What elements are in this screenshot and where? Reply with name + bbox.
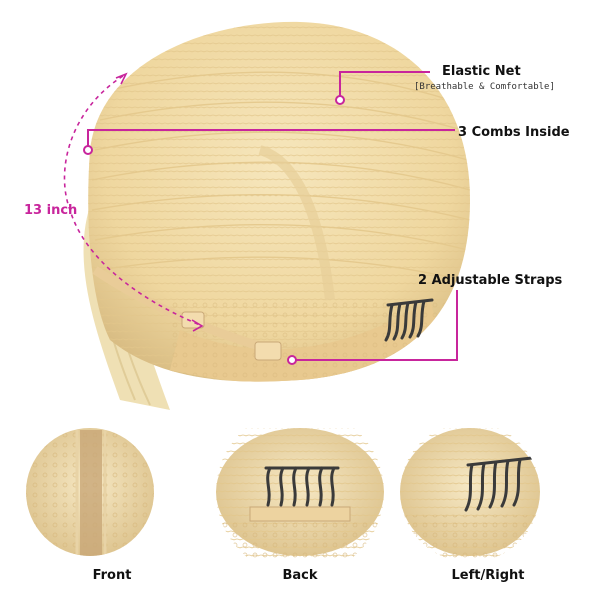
front-view-thumbnail <box>26 428 154 556</box>
front-view-label: Front <box>92 568 132 583</box>
elastic-net-label: Elastic Net <box>442 64 521 79</box>
measure-arc <box>63 75 201 326</box>
combs-marker <box>83 145 93 155</box>
elastic-net-marker <box>335 95 345 105</box>
elastic-net-subtitle: [Breathable & Comfortable] <box>414 82 555 92</box>
side-view-label: Left/Right <box>451 568 525 583</box>
comb-main <box>384 298 434 342</box>
straps-marker <box>287 355 297 365</box>
arrow-down-icon <box>191 319 204 332</box>
back-view-label: Back <box>282 568 318 583</box>
measurement-label: 13 inch <box>24 203 78 218</box>
arrow-up-icon <box>115 72 128 85</box>
straps-label: 2 Adjustable Straps <box>418 273 563 288</box>
cap-net <box>88 21 471 382</box>
back-view-thumbnail <box>216 428 384 558</box>
combs-label: 3 Combs Inside <box>458 125 570 140</box>
side-view-thumbnail <box>400 428 540 560</box>
